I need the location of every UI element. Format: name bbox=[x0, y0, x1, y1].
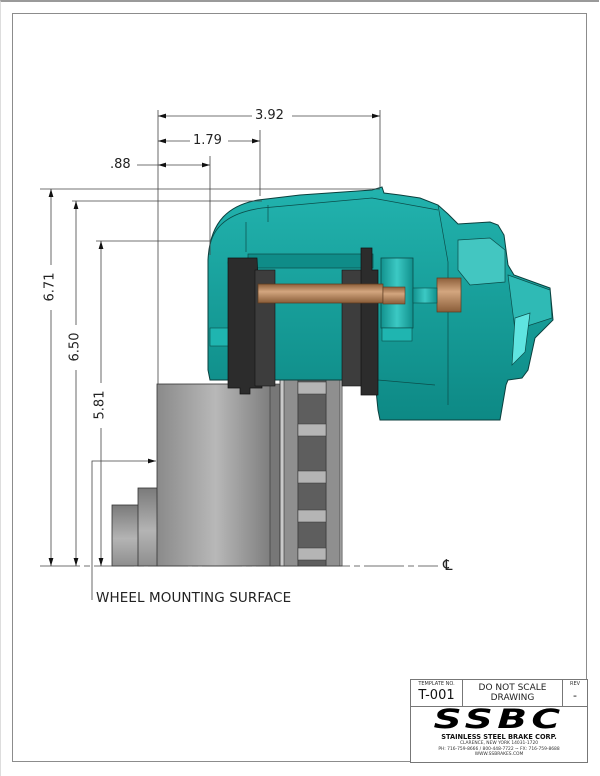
dimension-label-3-92: 3.92 bbox=[252, 109, 287, 123]
scale-note-line2: DRAWING bbox=[490, 693, 535, 703]
title-block: TEMPLATE NO. T-001 DO NOT SCALE DRAWING … bbox=[410, 679, 588, 763]
company-phone: PH: 716-759-8666 / 800-448-7722 ~ FX: 71… bbox=[438, 746, 560, 752]
template-number: T-001 bbox=[418, 688, 455, 703]
dimension-lines bbox=[40, 110, 381, 600]
sheet-inner-border bbox=[12, 13, 587, 762]
scale-note-line1: DO NOT SCALE bbox=[478, 683, 547, 693]
dimension-label-1-79: 1.79 bbox=[190, 134, 225, 148]
company-address: CLARENCE, NEW YORK 14031-1720 bbox=[459, 741, 539, 746]
scale-note-cell: DO NOT SCALE DRAWING bbox=[463, 680, 563, 706]
revision-value: - bbox=[573, 689, 577, 702]
dimension-label-0-88: .88 bbox=[107, 158, 134, 172]
revision-cell: REV - bbox=[563, 680, 587, 706]
company-website: WWW.SSBRAKES.COM bbox=[474, 752, 524, 757]
title-block-header-row: TEMPLATE NO. T-001 DO NOT SCALE DRAWING … bbox=[411, 680, 587, 707]
centerline-symbol: ℄ bbox=[443, 556, 453, 574]
dimension-label-6-50: 6.50 bbox=[67, 329, 83, 365]
dimension-label-6-71: 6.71 bbox=[42, 269, 58, 305]
ssbc-logo: SSBC bbox=[433, 704, 565, 735]
hub bbox=[111, 383, 281, 567]
template-label: TEMPLATE NO. bbox=[418, 681, 455, 687]
guide-pin bbox=[257, 277, 462, 313]
dimension-label-5-81: 5.81 bbox=[92, 387, 108, 423]
wheel-mounting-surface-label: WHEEL MOUNTING SURFACE bbox=[96, 590, 292, 606]
company-name: STAINLESS STEEL BRAKE CORP. bbox=[441, 733, 557, 741]
revision-label: REV bbox=[569, 681, 581, 687]
template-cell: TEMPLATE NO. T-001 bbox=[411, 680, 463, 706]
